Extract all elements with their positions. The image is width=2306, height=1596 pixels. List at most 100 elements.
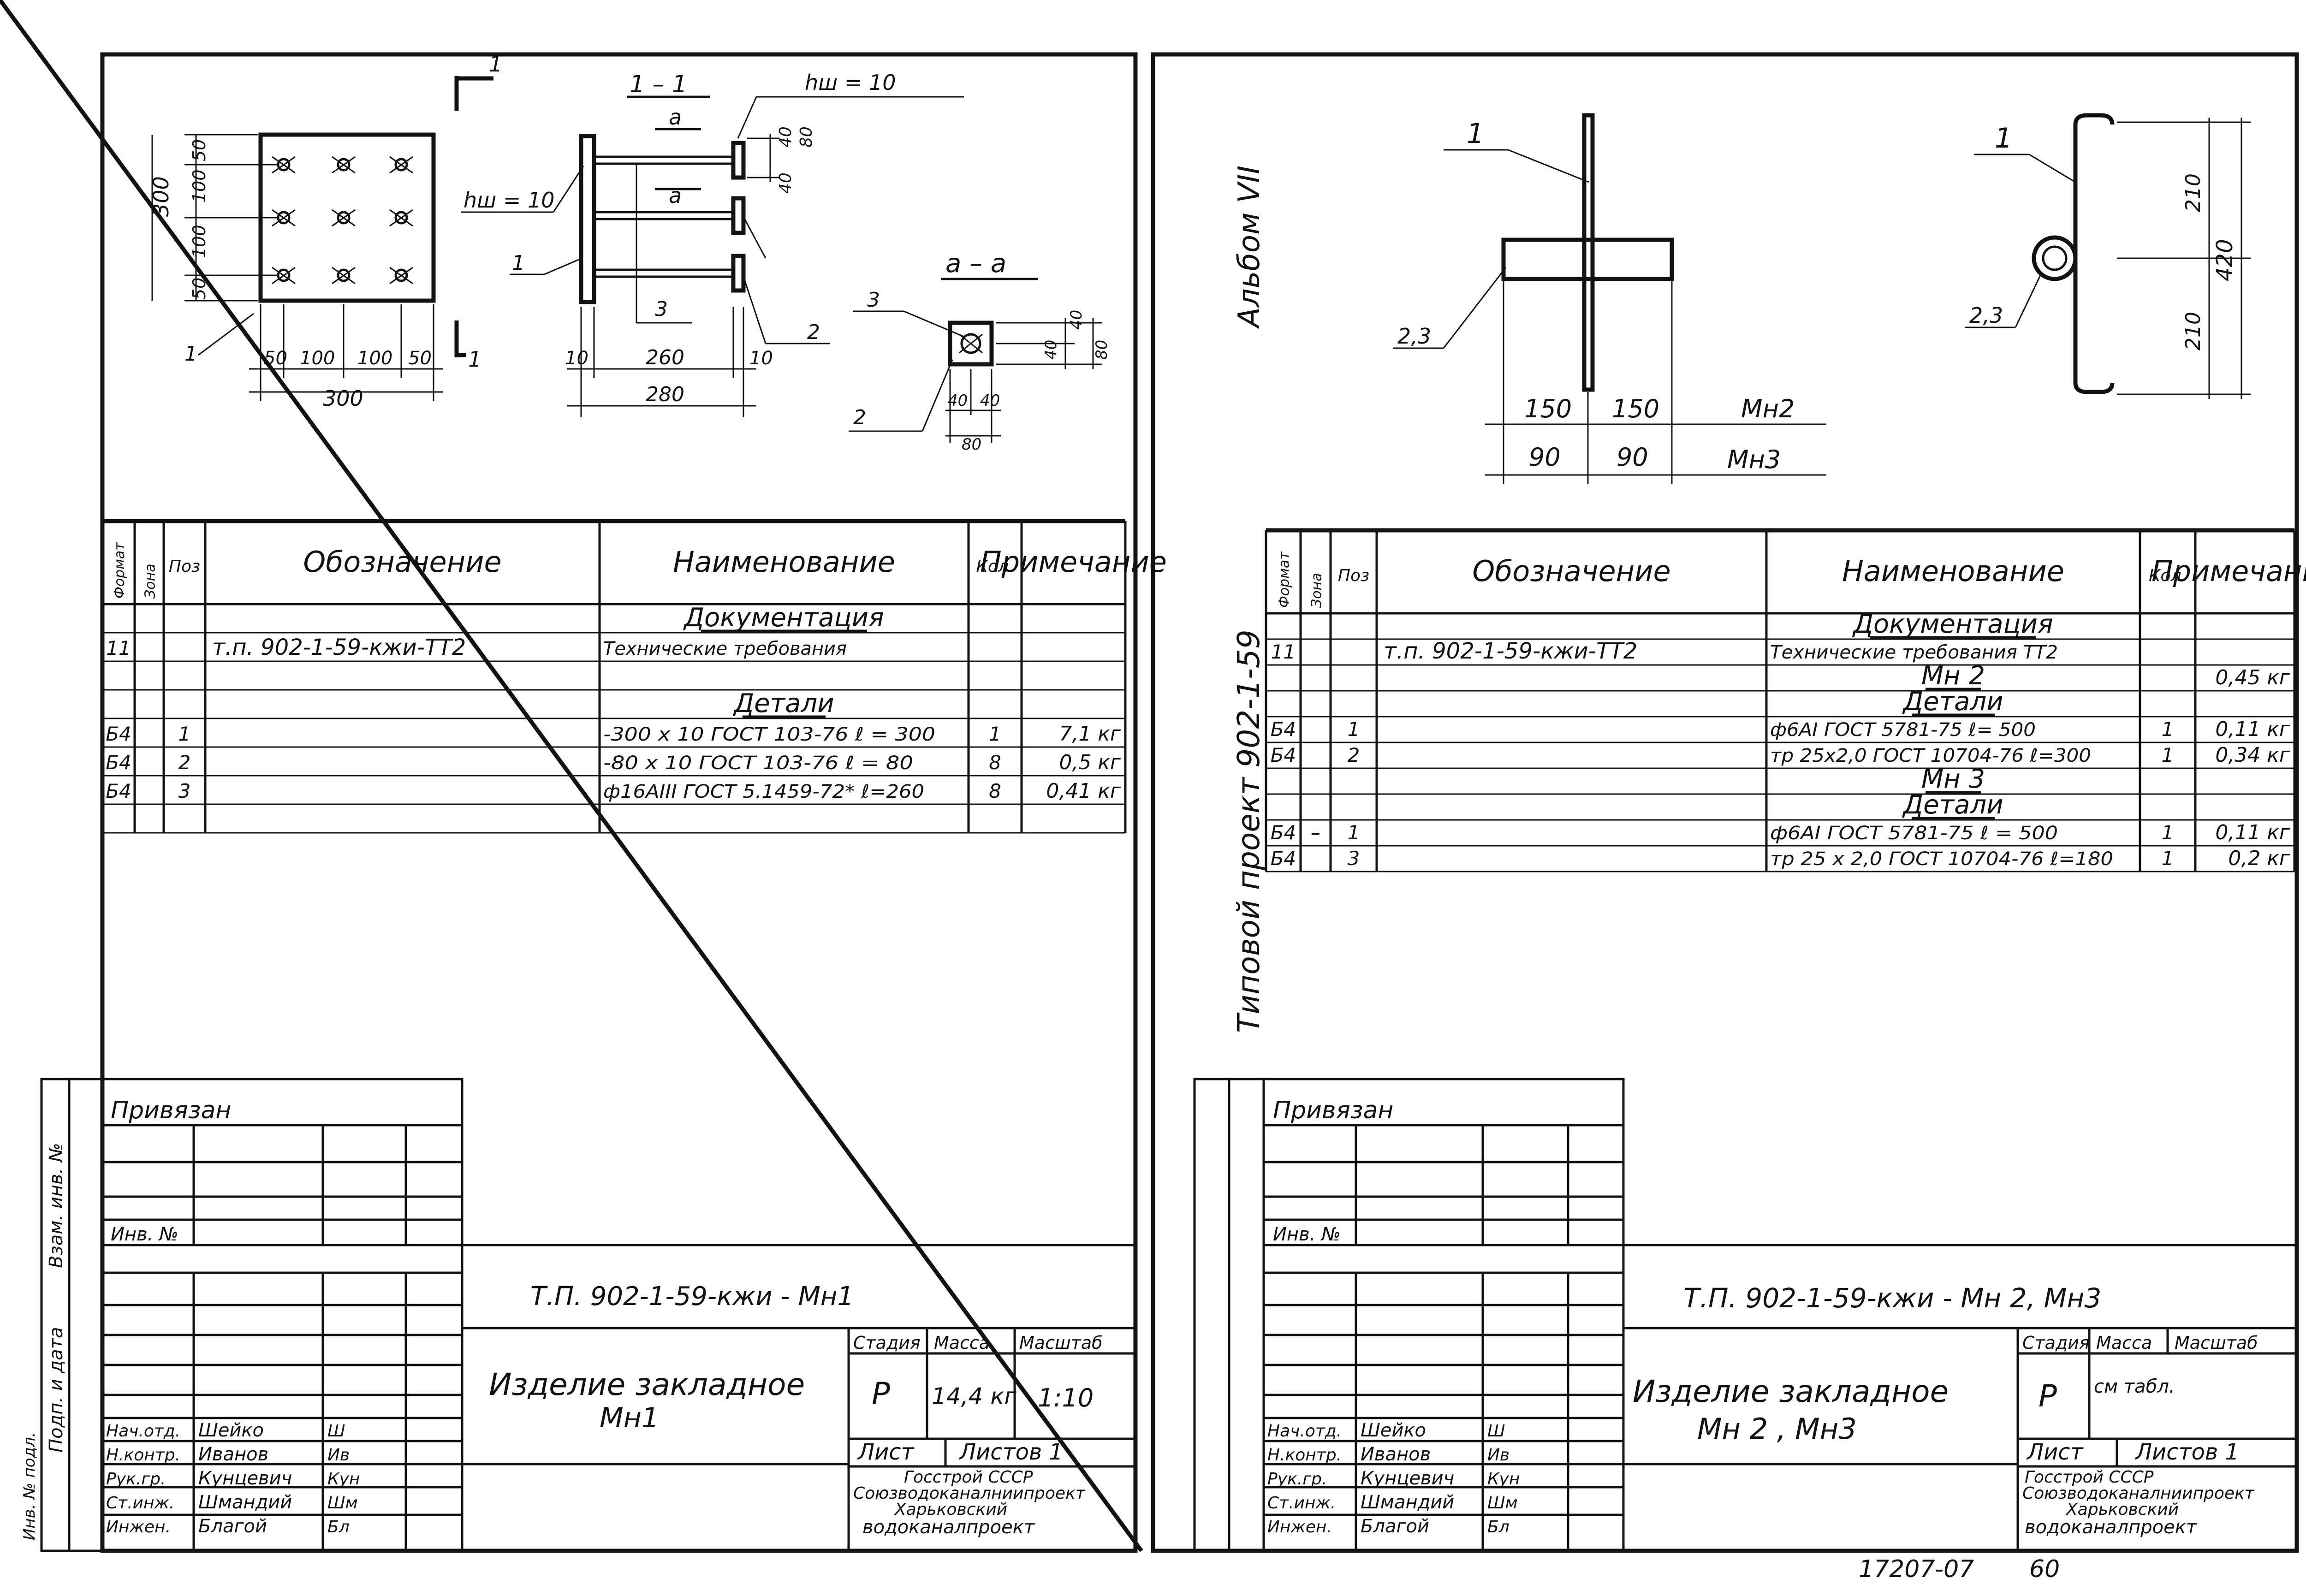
- spec-cell-pos: 1: [1348, 821, 1360, 844]
- privyazan-r: Привязан: [1273, 1097, 1393, 1124]
- tube-section: [2032, 235, 2078, 281]
- spec-cell-name: Детали: [1902, 790, 2003, 820]
- org-line: Харьковский: [894, 1500, 1007, 1519]
- sec-right-dim: 40: [776, 172, 795, 194]
- spec-cell-name: -300 х 10 ГОСТ 103-76 ℓ = 300: [603, 724, 935, 745]
- bar-vertical: [1582, 113, 1595, 392]
- role-title: Нач.отд.: [1267, 1422, 1342, 1441]
- inv-label-r: Инв. №: [1273, 1224, 1341, 1245]
- role-signature: Шм: [1487, 1494, 1518, 1513]
- role-title: Рук.гр.: [106, 1470, 166, 1489]
- section-label: 1 – 1: [630, 71, 687, 98]
- spec-header: Обозначение: [303, 545, 501, 579]
- role-title: Рук.гр.: [1267, 1470, 1327, 1489]
- spec-cell-fmt: Б4: [1271, 847, 1296, 870]
- spec-cell-pos: 1: [1348, 718, 1360, 741]
- r-callout-23b: 2,3: [1969, 303, 2003, 328]
- aa-dim: 40: [1042, 340, 1060, 360]
- spec-cell-fmt: 11: [1271, 641, 1296, 663]
- spec-cell-des: т.п. 902-1-59-кжи-ТТ2: [1384, 638, 1637, 664]
- spec-cell-note: 0,45 кг: [2215, 666, 2290, 689]
- spec-header: Поз: [169, 557, 200, 576]
- callout-3: 3: [655, 297, 668, 321]
- doc-code-left: Т.П. 902-1-59-кжи - Мн1: [530, 1282, 854, 1311]
- spec-cell-name: Мн 2: [1921, 661, 1985, 691]
- role-title: Ст.инж.: [1267, 1494, 1336, 1513]
- role-name: Иванов: [1361, 1444, 1431, 1465]
- v-dim: 100: [189, 225, 209, 258]
- spec-cell-note: 0,41 кг: [1046, 779, 1121, 803]
- spec-cell-pos: 1: [178, 723, 191, 745]
- section-mark-bottom: 1: [468, 347, 481, 372]
- aa-dim: 40: [948, 392, 968, 410]
- cut-mark: а: [669, 105, 682, 130]
- doc-code-right: Т.П. 902-1-59-кжи - Мн 2, Мн3: [1683, 1282, 2101, 1314]
- left-drawing: 300 50 100 100 50 50 100 100 50 300 1 1 …: [149, 52, 1111, 454]
- role-signature: Ив: [1487, 1446, 1510, 1465]
- spec-cell-pos: 3: [178, 780, 191, 802]
- side-label: Взам. инв. №: [46, 1143, 67, 1268]
- r-callout-23: 2,3: [1397, 324, 1431, 349]
- callout-1: 1: [184, 342, 197, 366]
- spec-cell-qty: 1: [2162, 821, 2174, 844]
- mass-header: Масса: [934, 1333, 990, 1353]
- role-title: Нач.отд.: [106, 1422, 180, 1441]
- role-name: Кунцевич: [1361, 1468, 1454, 1489]
- r-top-label: Мн2: [1741, 394, 1795, 423]
- v-dim: 50: [189, 139, 209, 161]
- v-dim: 100: [189, 169, 209, 203]
- r-top-dim: 150: [1612, 394, 1659, 423]
- spec-cell-name: Мн 3: [1921, 764, 1985, 794]
- sec-dim: 10: [565, 348, 588, 369]
- role-signature: Бл: [327, 1518, 350, 1537]
- spec-cell-qty: 8: [989, 751, 1001, 774]
- h-dim: 50: [408, 348, 432, 369]
- spec-cell-note: 7,1 кг: [1059, 722, 1121, 746]
- scale-header-r: Масштаб: [2175, 1333, 2258, 1353]
- org-line-r: Харьковский: [2065, 1500, 2179, 1519]
- hook-bar: [2073, 113, 2115, 394]
- stage-value-r: Р: [2039, 1378, 2057, 1414]
- spec-cell-name: Документация: [683, 603, 884, 633]
- spec-header: Примечание: [980, 545, 1167, 579]
- right-drawing: 1 2,3 150 150 Мн2 90 90 Мн3 1 2,3 210 21…: [1393, 113, 2251, 484]
- r-bot-dim: 90: [1617, 443, 1648, 472]
- mass-value: 14,4 кг: [932, 1383, 1016, 1410]
- plan-overall-v: 300: [149, 176, 173, 217]
- spec-cell-pos: 2: [178, 751, 191, 774]
- stamp-left: Инв. № подл. Подп. и дата Взам. инв. № П…: [20, 1078, 1135, 1552]
- spec-cell-des: т.п. 902-1-59-кжи-ТТ2: [212, 635, 466, 660]
- scale-value: 1:10: [1038, 1383, 1094, 1412]
- spec-cell-note: 0,11 кг: [2215, 718, 2290, 741]
- r-callout-1b: 1: [1995, 122, 2012, 154]
- spec-cell-fmt: Б4: [1271, 821, 1296, 844]
- spec-header: Формат: [112, 542, 128, 599]
- stage-header: Стадия: [853, 1333, 921, 1353]
- role-name: Шмандий: [1361, 1492, 1454, 1513]
- sheets-label-r: Листов 1: [2134, 1439, 2239, 1465]
- org-line-r: водоканалпроект: [2025, 1517, 2198, 1538]
- h-dim: 100: [357, 348, 392, 369]
- sec-right-dim: 40: [776, 126, 795, 148]
- spec-cell-qty: 1: [2162, 847, 2174, 870]
- scale-header: Масштаб: [1019, 1333, 1103, 1353]
- spec-cell-fmt: Б4: [106, 723, 131, 745]
- spec-cell-name: ф6АI ГОСТ 5781-75 ℓ = 500: [1770, 823, 2058, 844]
- spec-header: Примечание: [2151, 554, 2306, 588]
- mass-header-r: Масса: [2096, 1333, 2152, 1353]
- aa-dim: 80: [1093, 340, 1111, 360]
- role-name: Благой: [198, 1516, 267, 1537]
- role-signature: Кун: [1487, 1470, 1520, 1489]
- inv-label: Инв. №: [111, 1224, 178, 1245]
- spec-cell-zone: –: [1311, 821, 1320, 844]
- spec-cell-name: Документация: [1852, 609, 2053, 639]
- weld-label-1: hш = 10: [805, 70, 896, 95]
- callout-aa-3: 3: [867, 288, 880, 312]
- plan-overall-h: 300: [323, 386, 363, 411]
- mass-value-r: см табл.: [2094, 1376, 2175, 1397]
- spec-cell-pos: 3: [1348, 847, 1360, 870]
- spec-cell-note: 0,5 кг: [1059, 751, 1121, 774]
- sec-dim: 260: [646, 346, 684, 369]
